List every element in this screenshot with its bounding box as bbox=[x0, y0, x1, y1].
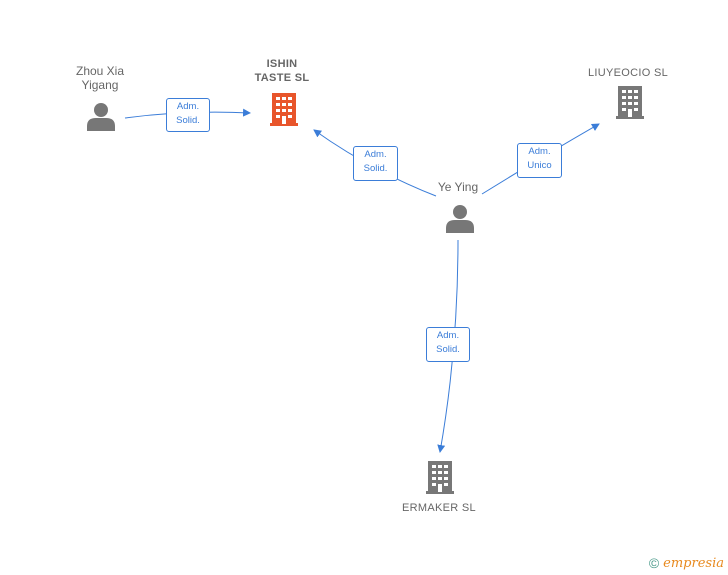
edge-label-line: Solid. bbox=[363, 163, 388, 174]
edge-label-line: Adm. bbox=[528, 146, 551, 157]
edge-label-ye-ishin[interactable]: Adm. Solid. bbox=[353, 146, 398, 181]
node-label-liuyeocio[interactable]: LIUYEOCIO SL bbox=[587, 67, 668, 79]
building-icon[interactable] bbox=[426, 461, 454, 494]
node-label-line: Yigang bbox=[81, 78, 119, 92]
footer-brand: © empresia bbox=[649, 555, 724, 571]
edge-label-line: Adm. bbox=[436, 330, 460, 341]
edge-label-ye-liuyeocio[interactable]: Adm. Unico bbox=[517, 143, 562, 178]
edge-label-line: Adm. bbox=[176, 101, 200, 112]
node-label-ye-ying[interactable]: Ye Ying bbox=[437, 180, 479, 194]
edge-label-line: Adm. bbox=[364, 149, 387, 160]
edge-label-zhou-ishin[interactable]: Adm. Solid. bbox=[166, 98, 210, 132]
edge-label-line: Solid. bbox=[176, 115, 200, 126]
person-icon[interactable] bbox=[446, 205, 474, 233]
edge-label-line: Unico bbox=[527, 160, 552, 171]
person-icon[interactable] bbox=[87, 103, 115, 131]
building-icon[interactable] bbox=[270, 93, 298, 126]
copyright-icon: © bbox=[648, 555, 660, 571]
brand-logo[interactable]: empresia bbox=[663, 555, 724, 571]
node-label-ermaker[interactable]: ERMAKER SL bbox=[402, 502, 476, 514]
node-label-line: Zhou Xia bbox=[75, 64, 125, 78]
node-label-zhou-xia-yigang[interactable]: Zhou Xia Yigang bbox=[60, 64, 140, 92]
edge-label-ye-ermaker[interactable]: Adm. Solid. bbox=[426, 327, 470, 362]
node-label-line: ISHIN bbox=[266, 58, 298, 70]
node-label-ishin-taste[interactable]: ISHIN TASTE SL bbox=[236, 57, 328, 85]
edge-label-line: Solid. bbox=[436, 344, 460, 355]
building-icon[interactable] bbox=[616, 86, 644, 119]
node-label-line: TASTE SL bbox=[254, 72, 310, 84]
